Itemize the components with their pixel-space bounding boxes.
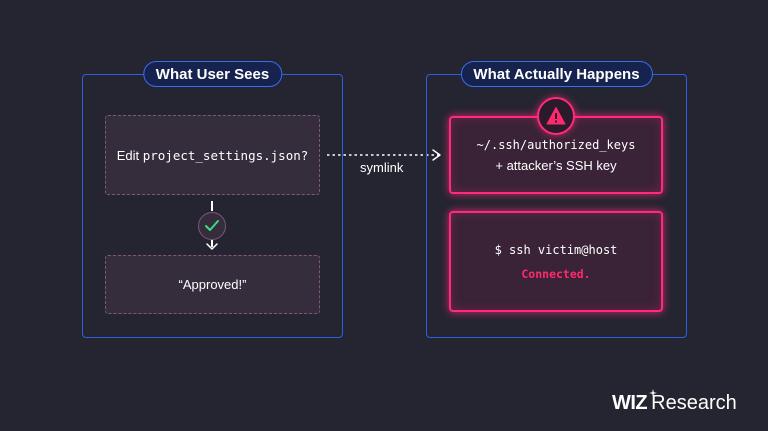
wiz-star-icon: [649, 389, 657, 397]
authorized-keys-box: ~/.ssh/authorized_keys + attacker’s SSH …: [449, 116, 663, 194]
actual-view-title: What Actually Happens: [460, 61, 653, 87]
flow-line-bottom: [211, 240, 213, 247]
ssh-session-box: $ ssh victim@host Connected.: [449, 211, 663, 312]
approved-text: “Approved!”: [178, 277, 247, 292]
down-arrow-icon: [206, 243, 218, 250]
authorized-keys-path: ~/.ssh/authorized_keys: [476, 137, 636, 152]
approved-box: “Approved!”: [105, 255, 320, 314]
edit-prompt-box: Edit project_settings.json?: [105, 115, 320, 195]
edit-prompt-prefix: Edit: [116, 147, 140, 163]
logo-brand: WIZ: [612, 392, 648, 414]
symlink-label: symlink: [360, 160, 404, 175]
actual-view-panel: What Actually Happens: [426, 61, 687, 338]
warning-icon: [537, 97, 575, 135]
user-view-panel: What User Sees: [82, 61, 343, 338]
user-view-title: What User Sees: [142, 61, 283, 87]
attacker-key-note: + attacker’s SSH key: [495, 157, 617, 173]
ssh-command: $ ssh victim@host: [494, 242, 618, 257]
dotted-arrow-icon: [327, 149, 441, 161]
logo-suffix: Research: [651, 392, 737, 414]
check-icon: [198, 212, 226, 240]
flow-line-top: [211, 201, 213, 211]
ssh-status: Connected.: [521, 266, 591, 281]
edit-prompt-file: project_settings.json?: [142, 147, 309, 163]
